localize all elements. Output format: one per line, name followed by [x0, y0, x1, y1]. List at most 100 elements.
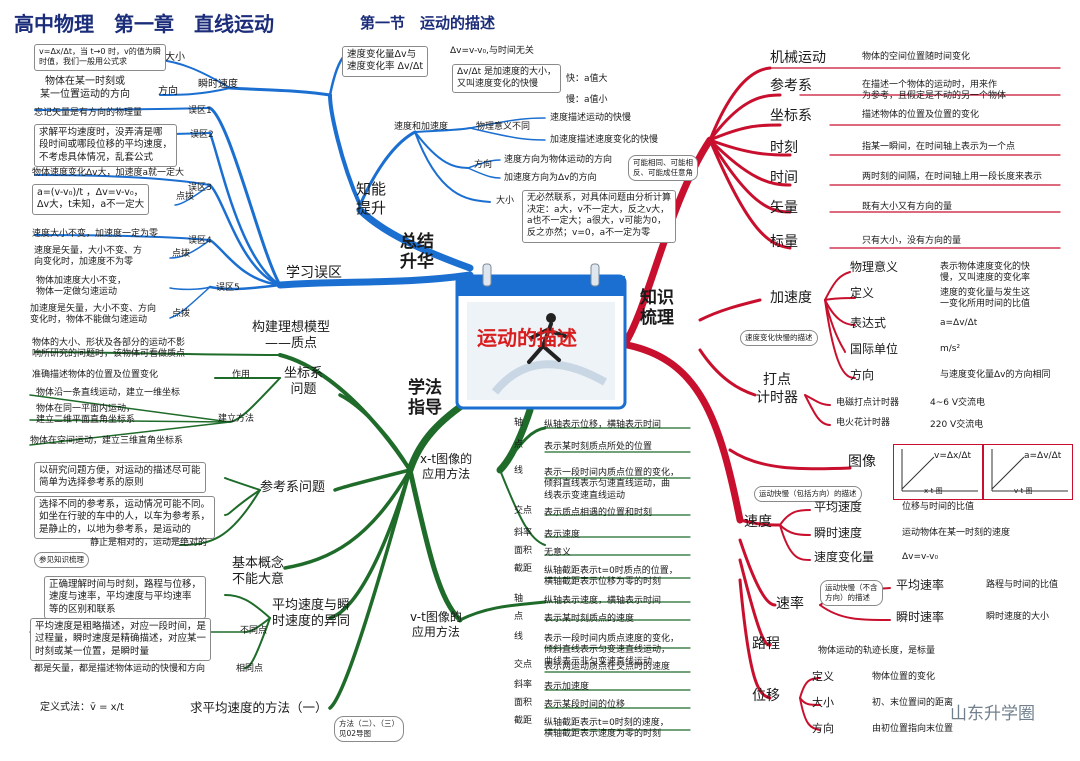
- center-card: 运动的描述: [455, 262, 627, 410]
- wq1-text: 忘记矢量是有方向的物理量: [34, 108, 143, 118]
- dx-box: 无必然联系，对具体问题由分析计算 决定：a大，v不一定大，反之v大， a也不一定…: [522, 190, 677, 243]
- page-title: 高中物理 第一章 直线运动: [14, 12, 274, 36]
- jsd-items-key: 国际单位: [850, 342, 899, 356]
- node-jiben: 基本概念 不能大意: [232, 556, 285, 588]
- pj-box: 正确理解时间与时刻，路程与位移， 速度与速率，平均速度与平均速率 等的区别和联系: [44, 576, 207, 620]
- vt-items-value: 表示一段时间内质点速度的变化， 倾斜直线表示匀变速直线运动， 曲线表示非匀变速直…: [544, 634, 680, 667]
- k-items-value: 既有大小又有方向的量: [862, 202, 953, 212]
- jb-note: 参见知识梳理: [34, 552, 89, 568]
- k-items-key: 时间: [770, 170, 798, 186]
- jsd-items-key: 方向: [850, 368, 875, 382]
- vt-items-value: 表示加速度: [544, 682, 590, 692]
- section-title: 第一节 运动的描述: [360, 14, 496, 32]
- node-fangxiang: 方向: [158, 86, 178, 97]
- node-dadian: 打点 计时器: [756, 372, 798, 406]
- node-moxing: 构建理想模型 ——质点: [252, 320, 331, 352]
- jsd-note: 速度变化快慢的描述: [740, 330, 818, 346]
- yiyi-2: 加速度描述速度变化的快慢: [550, 135, 659, 145]
- calendar-icon: [455, 263, 627, 410]
- node-cankao: 参考系问题: [260, 480, 326, 495]
- hub-summary: 总结 升华: [400, 232, 434, 273]
- qiu-def: 定义式法：v̄ = x/t: [40, 702, 124, 713]
- vt-items-value: 纵轴表示速度，横轴表示时间: [544, 596, 662, 606]
- sd-items-value: 位移与时间的比值: [902, 502, 975, 512]
- node-vt: v-t图像的 应用方法: [410, 610, 462, 639]
- bt-box: 平均速度是粗略描述，对应一段时间，是 过程量，瞬时速度是精确描述，对应某一 时刻…: [30, 618, 212, 662]
- k-items-key: 时刻: [770, 140, 798, 156]
- zuoyong-v: 准确描述物体的位置及位置变化: [32, 370, 159, 380]
- sd-items-value: 运动物体在某一时刻的速度: [902, 528, 1011, 538]
- tx-graph-1: v=Δx/Δt x-t 图: [893, 444, 983, 500]
- sd-items-key: 平均速度: [814, 500, 863, 514]
- vt-items-value: 表示某时刻质点的速度: [544, 614, 635, 624]
- k-items-value: 两时刻的间隔，在时间轴上用一段长度来表示: [862, 172, 1043, 182]
- wy-items-value: 物体位置的变化: [872, 672, 936, 682]
- fx-1: 速度方向为物体运动的方向: [504, 155, 613, 165]
- tx-graph-2: a=Δv/Δt v-t 图: [983, 444, 1073, 500]
- k-items-value: 物体的空间位置随时间变化: [862, 52, 971, 62]
- vt-items-key: 交点: [514, 660, 533, 670]
- dd-2: 电火花计时器: [836, 418, 891, 428]
- jsd-items-value: m/s²: [940, 344, 961, 354]
- fx-2: 加速度方向为Δv的方向: [504, 173, 597, 183]
- xt-items-key: 线: [514, 466, 524, 476]
- fx-note: 可能相同、可能相 反、可能成任意角: [628, 155, 698, 181]
- sd-items-key: 速度变化量: [814, 550, 875, 564]
- xt-items-value: 无意义: [544, 548, 572, 558]
- lc-v: 物体运动的轨迹长度，是标量: [818, 646, 936, 656]
- ck-1: 以研究问题方便，对运动的描述尽可能 简单为选择参考系的原则: [34, 462, 206, 493]
- jsd-items-value: 与速度变化量Δv的方向相同: [940, 370, 1051, 380]
- node-sudu: 速度: [744, 514, 772, 530]
- hub-knowledge: 知识 梳理: [640, 288, 674, 329]
- center-label: 运动的描述: [477, 326, 577, 350]
- node-jiasudu: 加速度: [770, 290, 812, 306]
- node-weiyi: 位移: [752, 688, 780, 704]
- wq4-label: 误区4: [188, 236, 212, 246]
- jl-3: 物体在空间运动，建立三维直角坐标系: [30, 436, 184, 446]
- vt-items-value: 表示某段时间的位移: [544, 700, 626, 710]
- jl-2: 物体在同一平面内运动， 建立二维平面直角坐标系: [36, 404, 136, 426]
- node-qiu: 求平均速度的方法（一）: [190, 700, 328, 715]
- bianhua-r2: Δv/Δt 是加速度的大小， 又叫速度变化的快慢: [452, 64, 562, 94]
- wq4-text: 速度大小不变，加速度一定为零: [32, 229, 159, 239]
- tx-1: v=Δx/Δt: [934, 451, 972, 461]
- xt-items-key: 斜率: [514, 528, 533, 538]
- xt-v: 都是矢量，都是描述物体运动的快慢和方向: [34, 664, 206, 674]
- jianli: 建立方法: [218, 414, 255, 424]
- node-lucheng: 路程: [752, 636, 780, 652]
- sl-note: 运动快慢（不含 方向）的描述: [820, 580, 883, 606]
- k-items-value: 指某一瞬间，在时间轴上表示为一个点: [862, 142, 1016, 152]
- wq5-box: 物体加速度大小不变， 物体一定做匀速运动: [36, 276, 127, 298]
- xt-items-value: 表示质点相遇的位置和时刻: [544, 508, 653, 518]
- wy-items-key: 大小: [812, 696, 834, 709]
- sl-items-value: 瞬时速度的大小: [986, 612, 1050, 622]
- node-dx: 大小: [496, 196, 515, 206]
- wq5-label: 误区5: [216, 283, 240, 293]
- k-items-key: 标量: [770, 234, 798, 250]
- wq5-box2: 加速度是矢量，大小不变、方向 变化时，物体不能做匀速运动: [30, 304, 157, 326]
- jsd-items-value: 速度的变化量与发生这 一变化所用时间的比值: [940, 288, 1031, 310]
- wy-items-value: 由初位置指向末位置: [872, 724, 954, 734]
- k-items-key: 参考系: [770, 78, 812, 94]
- jsd-items-value: a=Δv/Δt: [940, 318, 978, 328]
- node-xt: x-t图像的 应用方法: [420, 452, 473, 481]
- vt-graph-icon: [991, 449, 1068, 492]
- node-zhineng: 知能 提升: [356, 180, 387, 217]
- xt-items-key: 截距: [514, 564, 533, 574]
- k-items-value: 只有大小，没有方向的量: [862, 236, 962, 246]
- jsd-items-value: 表示物体速度变化的快 慢，又叫速度的变化率: [940, 262, 1031, 284]
- dd-1: 电磁打点计时器: [836, 398, 900, 408]
- xt-items-key: 面积: [514, 546, 533, 556]
- sl-items-key: 平均速率: [896, 578, 945, 592]
- wq3-label: 误区3: [188, 183, 212, 193]
- wq1-label: 误区1: [188, 106, 212, 116]
- tx-2c: v-t 图: [1014, 487, 1033, 495]
- tx-2: a=Δv/Δt: [1024, 451, 1062, 461]
- jsd-items-key: 定义: [850, 286, 875, 300]
- node-wuliyiyi: 物理意义不同: [476, 122, 531, 132]
- dianbo-3: 点拨: [176, 192, 195, 202]
- wq3-box: a=(v-v₀)/t ，Δv=v-v₀， Δv大，t未知，a不一定大: [32, 184, 150, 215]
- dd-2v: 220 V交流电: [930, 420, 984, 430]
- watermark-text: 山东升学圈: [950, 704, 1035, 724]
- xt-graph-icon: [901, 449, 978, 492]
